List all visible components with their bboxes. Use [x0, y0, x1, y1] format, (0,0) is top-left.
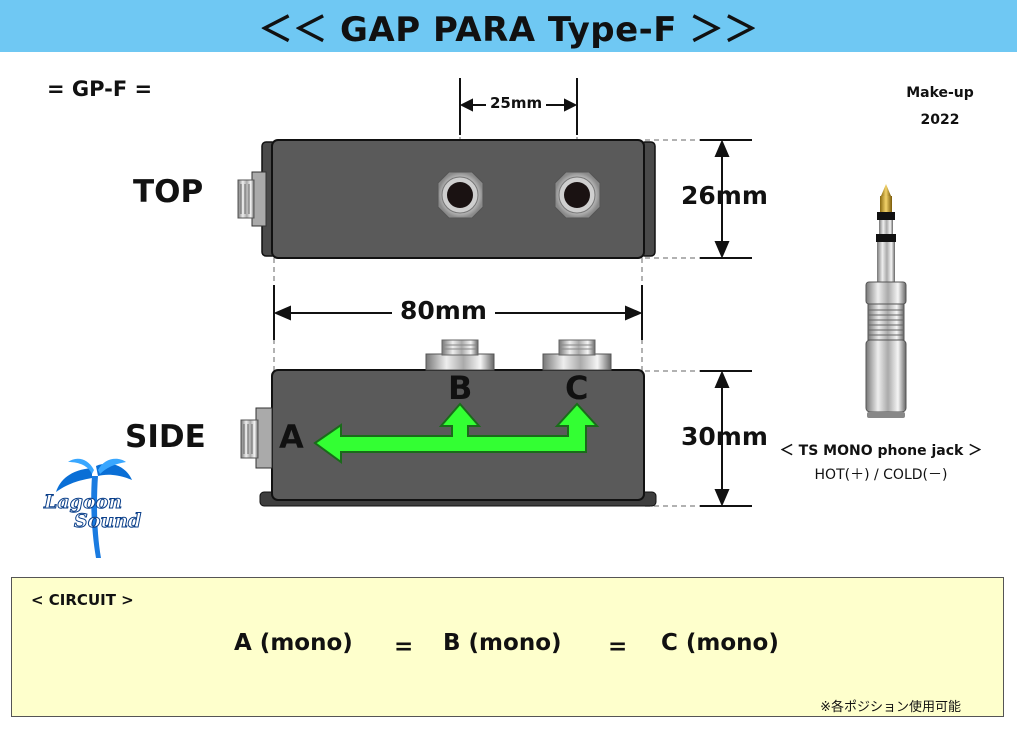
title-banner: ＜＜ GAP PARA Type-F ＞＞ [0, 0, 1017, 52]
top-jack-c [554, 171, 601, 219]
side-jack-b [425, 339, 495, 371]
circuit-a: A (mono) [234, 630, 353, 656]
logo-text-sound: Sound [74, 510, 141, 532]
signal-arrow [313, 402, 600, 464]
side-jack-a [240, 407, 273, 469]
circuit-note: ※各ポジション使用可能 [820, 700, 961, 715]
phone-jack-plug [865, 184, 907, 418]
side-jack-c [542, 339, 612, 371]
circuit-equals-2: = [608, 634, 628, 660]
side-view-enclosure [240, 339, 657, 507]
page-title: ＜＜ GAP PARA Type-F ＞＞ [258, 9, 759, 50]
top-jack-b [437, 171, 484, 219]
circuit-panel: < CIRCUIT > A (mono) = B (mono) = C (mon… [11, 577, 1004, 717]
port-a-label: A [279, 418, 304, 456]
side-view-label: SIDE [125, 419, 206, 455]
port-c-label: C [565, 369, 589, 407]
circuit-b: B (mono) [443, 630, 562, 656]
model-label: = GP-F = [47, 77, 153, 101]
jack-type-title: ＜ TS MONO phone jack ＞ [779, 443, 983, 459]
top-view-label: TOP [133, 174, 204, 210]
top-height-dimension: 26mm [681, 181, 768, 210]
circuit-c: C (mono) [661, 630, 779, 656]
jack-polarity: HOT(＋) / COLD(－) [814, 467, 948, 483]
circuit-title: < CIRCUIT > [31, 591, 134, 609]
lagoon-sound-logo: Lagoon Sound [43, 458, 142, 558]
circuit-equals-1: = [394, 634, 414, 660]
makeup-year: 2022 [920, 112, 960, 128]
side-height-dimension: 30mm [681, 422, 768, 451]
jack-spacing-dimension: 25mm [486, 94, 547, 112]
makeup-info: Make-up 2022 [895, 80, 985, 134]
makeup-label: Make-up [906, 85, 974, 101]
width-dimension: 80mm [392, 296, 495, 325]
top-side-jack [237, 171, 267, 227]
top-view-enclosure [237, 139, 656, 259]
logo-text-lagoon: Lagoon [43, 491, 122, 513]
port-b-label: B [448, 369, 473, 407]
